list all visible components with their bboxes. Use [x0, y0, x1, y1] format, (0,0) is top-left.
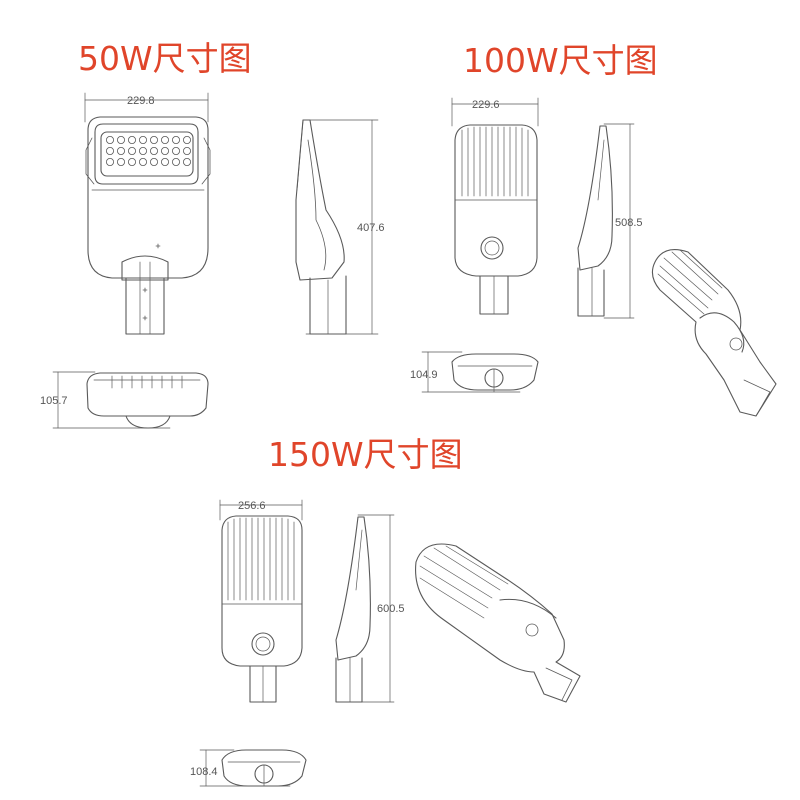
- dim-100w-depth: 104.9: [410, 369, 438, 381]
- drawing-150w-side: 600.5: [335, 514, 405, 703]
- heatsink-fins-150w: [227, 517, 295, 601]
- drawing-150w-perspective: [415, 543, 581, 703]
- drawing-50w-side: 407.6: [295, 119, 385, 335]
- drawing-100w-perspective: [651, 249, 777, 417]
- dim-100w-width: 229.6: [472, 99, 500, 111]
- title-150w: 150W尺寸图: [268, 435, 463, 474]
- drawing-50w-front: 229.8: [84, 92, 211, 335]
- drawing-100w-side: 508.5: [577, 123, 643, 319]
- title-100w: 100W尺寸图: [463, 41, 658, 80]
- drawing-150w-bottom: 108.4: [190, 749, 307, 787]
- drawing-100w-bottom: 104.9: [410, 351, 539, 393]
- dim-150w-height: 600.5: [377, 603, 405, 615]
- dim-100w-height: 508.5: [615, 217, 643, 229]
- dim-150w-depth: 108.4: [190, 766, 218, 778]
- heatsink-fins-100w: [461, 126, 529, 197]
- dim-50w-depth: 105.7: [40, 395, 68, 407]
- drawing-50w-bottom: 105.7: [40, 371, 209, 429]
- drawing-150w-front: 256.6: [219, 499, 303, 703]
- dim-50w-width: 229.8: [127, 95, 155, 107]
- dim-150w-width: 256.6: [238, 500, 266, 512]
- drawing-100w-front: 229.6: [451, 97, 539, 315]
- dim-50w-height: 407.6: [357, 222, 385, 234]
- title-50w: 50W尺寸图: [78, 39, 252, 78]
- led-array-50w: [106, 135, 191, 166]
